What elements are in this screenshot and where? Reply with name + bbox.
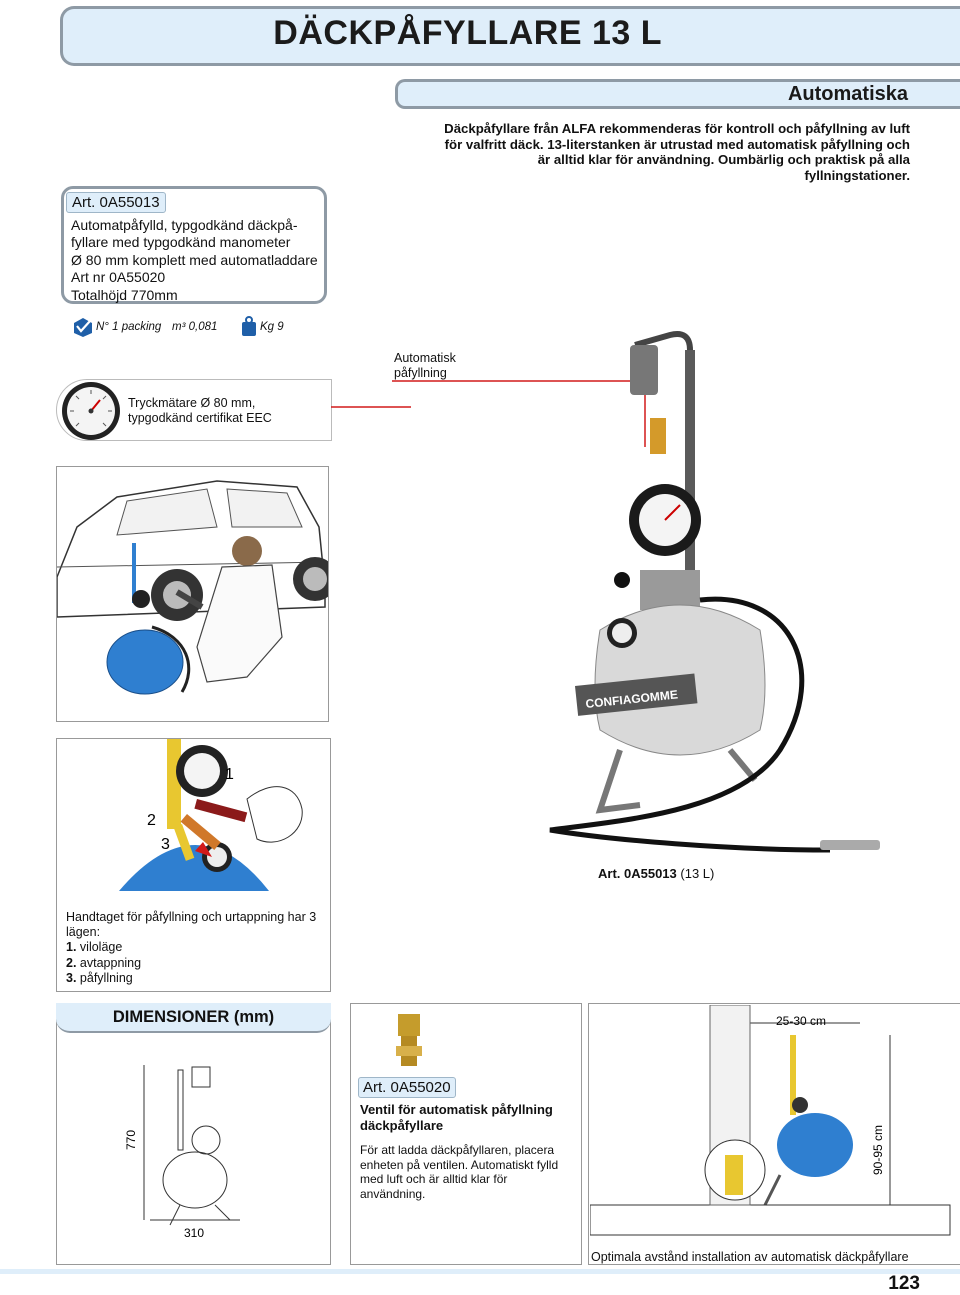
product-caption: Art. 0A55013 (13 L)	[598, 866, 714, 881]
automatic-fill-label-line: påfyllning	[394, 366, 447, 380]
dimensions-title: DIMENSIONER (mm)	[56, 1003, 331, 1033]
handle-position: 3. påfyllning	[66, 971, 328, 986]
valve-box	[350, 1003, 582, 1265]
automatic-fill-label-line: Automatisk	[394, 351, 456, 365]
product-caption-code: Art. 0A55013	[598, 866, 677, 881]
gauge-callout	[56, 379, 332, 441]
install-distance-top: 25-30 cm	[776, 1014, 826, 1028]
gauge-label-line: typgodkänd certifikat EEC	[128, 411, 272, 425]
dimension-height: 770	[124, 1130, 138, 1150]
footer-bar	[0, 1269, 960, 1274]
handle-description: Handtaget för påfyllning och urtappning …	[66, 910, 328, 986]
valve-code: Art. 0A55020	[358, 1077, 456, 1098]
car-illustration	[56, 466, 337, 722]
packing-volume: m³ 0,081	[172, 321, 218, 333]
handle-position-label: påfyllning	[79, 970, 133, 985]
article-line: Automatpåfylld, typgodkänd däckpå-	[71, 217, 298, 233]
article-line: Art nr 0A55020	[71, 269, 166, 286]
handle-position-num: 2.	[66, 955, 77, 970]
article-box	[61, 186, 327, 304]
handle-position: 2. avtappning	[66, 956, 328, 971]
valve-image	[396, 1014, 422, 1066]
handle-detail: 1 2 3	[56, 738, 331, 992]
pressure-gauge-icon	[62, 382, 120, 440]
valve-title: Ventil för automatisk påfyllning däckpåf…	[360, 1102, 553, 1133]
installation-box	[588, 1003, 960, 1265]
handle-position-num: 1.	[66, 940, 77, 955]
handle-position-number: 1	[225, 766, 234, 783]
tire-inflator-product-image: CONFIAGOMME	[549, 331, 880, 853]
handle-position-label: avtappning	[79, 955, 142, 970]
article-line: Ø 80 mm komplett med automatladdare	[71, 251, 318, 268]
dimension-width: 310	[184, 1226, 204, 1240]
handle-position: 1. viloläge	[66, 940, 328, 955]
article-line: fyllare med typgodkänd manometer	[71, 234, 291, 251]
gauge-callout-line	[331, 406, 411, 408]
page-title: DÄCKPÅFYLLARE 13 L	[273, 14, 662, 52]
gauge-label: Tryckmätare Ø 80 mm, typgodkänd certifik…	[128, 396, 272, 426]
installation-diagram: 25-30 cm 90-95 cm	[590, 1005, 951, 1236]
page-number: 123	[888, 1273, 920, 1294]
handle-intro: Handtaget för påfyllning och urtappning …	[66, 910, 317, 940]
article-code: Art. 0A55013	[66, 192, 166, 213]
page-subtitle: Automatiska	[787, 83, 908, 105]
product-caption-size: (13 L)	[680, 866, 715, 881]
install-distance-side: 90-95 cm	[871, 1125, 885, 1175]
handle-position-number: 3	[161, 836, 170, 853]
handle-position-label: viloläge	[79, 940, 123, 955]
packing-weight: Kg 9	[260, 321, 284, 333]
intro-text: Däckpåfyllare från ALFA rekommenderas fö…	[444, 121, 910, 183]
valve-description: För att ladda däckpåfyllaren, placera en…	[360, 1143, 559, 1201]
handle-position-num: 3.	[66, 970, 77, 985]
subtitle-banner	[395, 79, 960, 109]
installation-caption: Optimala avstånd installation av automat…	[591, 1250, 909, 1264]
automatic-fill-label: Automatisk påfyllning	[394, 351, 456, 381]
car-scene-image	[56, 480, 337, 695]
handle-position-number: 2	[147, 812, 156, 829]
article-description: Automatpåfylld, typgodkänd däckpå- fylla…	[71, 217, 331, 304]
weight-icon	[242, 316, 256, 336]
article-line: Totalhöjd 770mm	[71, 286, 178, 303]
handle-detail-image: 1 2 3	[119, 739, 303, 891]
dimensions-diagram: 770 310	[124, 1065, 240, 1240]
title-banner	[60, 6, 960, 66]
packing-count: N° 1 packing	[96, 321, 162, 333]
package-icon	[74, 318, 92, 337]
gauge-label-line: Tryckmätare Ø 80 mm,	[128, 396, 256, 410]
